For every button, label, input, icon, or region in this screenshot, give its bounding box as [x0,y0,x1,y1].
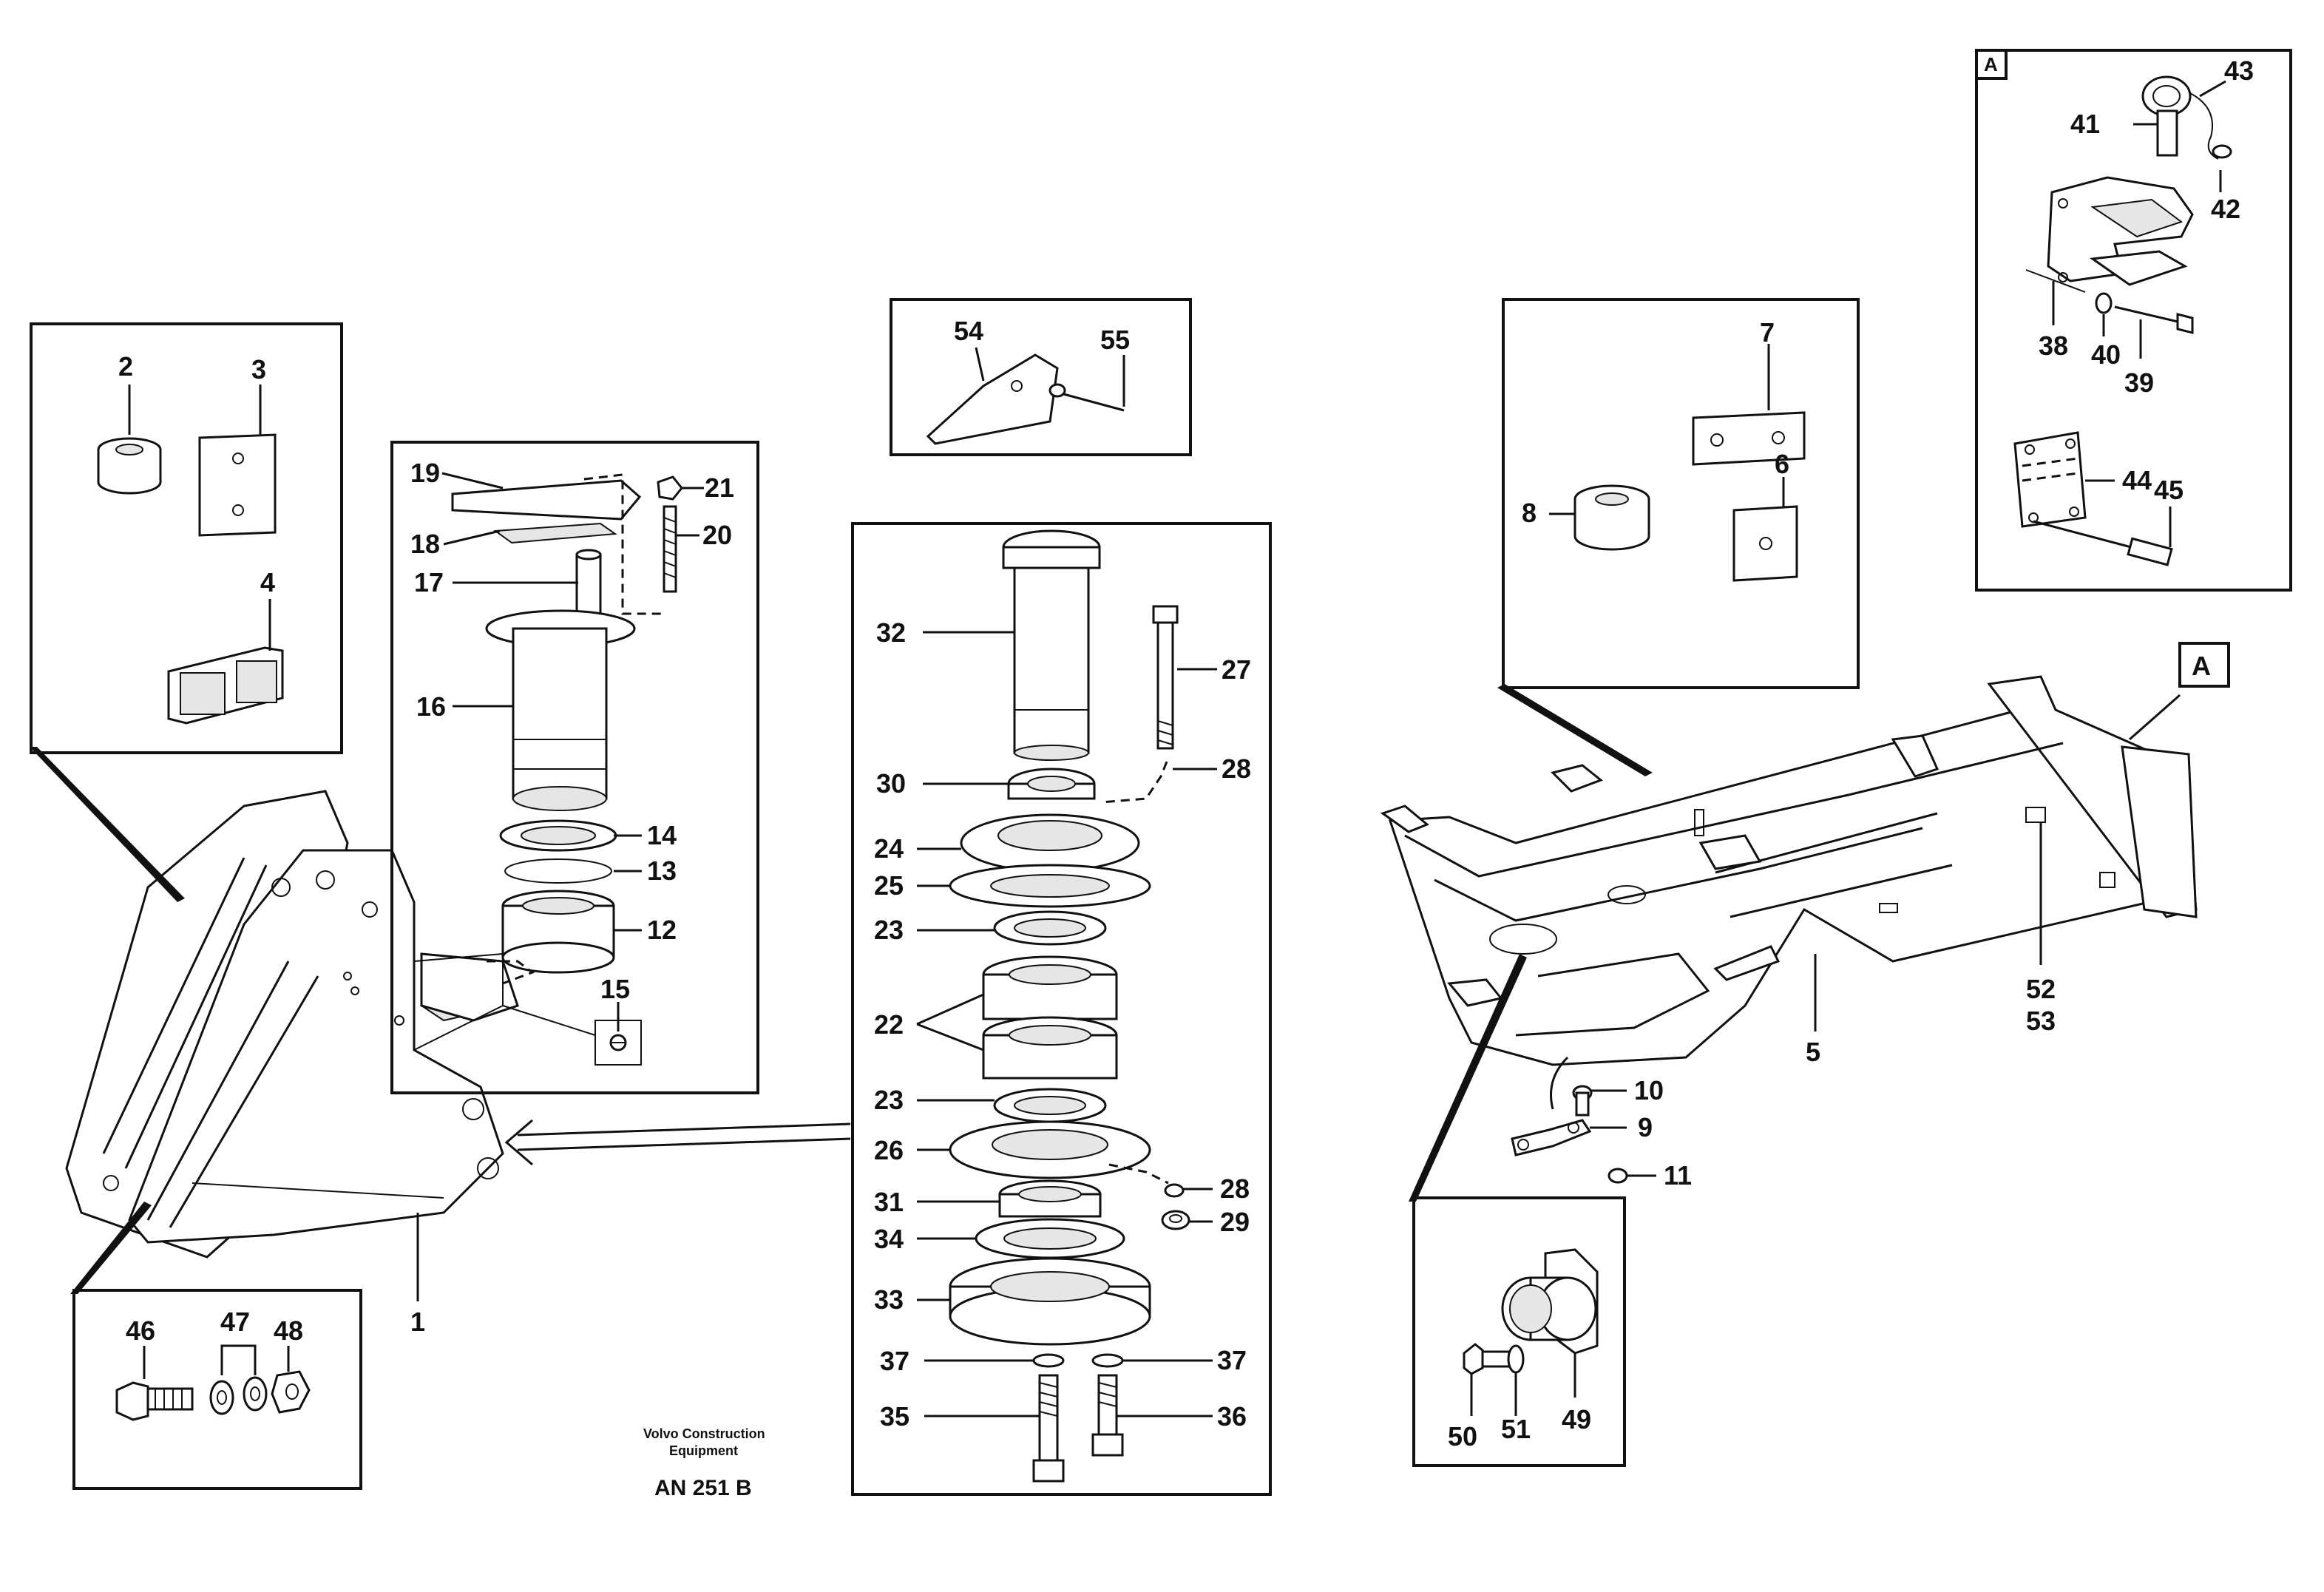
detail-box-a-label: A [1984,53,1998,75]
callout-55: 55 [1100,325,1130,355]
callout-32: 32 [876,617,906,648]
callout-8: 8 [1522,498,1537,528]
callout-1: 1 [410,1307,425,1337]
maker-line-1: Volvo Construction [643,1426,765,1441]
callout-14: 14 [647,820,677,850]
callout-40: 40 [2091,339,2121,370]
callout-43: 43 [2224,55,2254,86]
callout-11: 11 [1664,1160,1692,1190]
marker-a-label: A [2192,651,2211,681]
callout-17: 17 [414,567,444,597]
callout-24: 24 [874,833,904,864]
callout-6: 6 [1775,449,1789,479]
callout-28b: 28 [1220,1173,1250,1204]
callout-51: 51 [1501,1414,1531,1444]
callout-34: 34 [874,1224,904,1254]
callout-46: 46 [126,1315,155,1346]
chassis-frame-drawing: A 5 52 53 10 9 11 [1380,642,2230,1190]
callout-5: 5 [1806,1037,1820,1067]
callout-15: 15 [600,974,630,1004]
callout-47: 47 [220,1307,250,1337]
callout-31: 31 [874,1187,904,1217]
callout-16: 16 [416,691,446,722]
callout-30: 30 [876,768,906,799]
callout-26: 26 [874,1135,904,1165]
callout-50: 50 [1448,1421,1477,1452]
callout-22: 22 [874,1009,904,1040]
callout-48: 48 [274,1315,303,1346]
detail-box-bolts: 46 47 48 [70,1202,362,1490]
callout-9: 9 [1638,1112,1653,1142]
callout-23a: 23 [874,915,904,945]
detail-box-plate: 54 55 [890,298,1192,456]
callout-38: 38 [2039,331,2068,361]
callout-28a: 28 [1222,753,1251,784]
detail-box-pads: 2 3 4 [30,322,343,754]
detail-box-plug: 50 51 49 [1409,954,1626,1467]
callout-27: 27 [1222,654,1251,685]
callout-44: 44 [2122,465,2152,495]
callout-33: 33 [874,1284,904,1315]
callout-54: 54 [954,316,983,346]
callout-3: 3 [251,354,266,385]
callout-42: 42 [2211,194,2240,224]
callout-20: 20 [702,520,732,550]
callout-53: 53 [2026,1006,2056,1036]
detail-box-spacers: 7 6 8 [1497,298,1860,776]
callout-25: 25 [874,870,904,901]
callout-4: 4 [260,567,275,597]
callout-13: 13 [647,856,677,886]
callout-37a: 37 [880,1346,909,1376]
swing-frame-drawing: 1 [30,747,851,1337]
callout-10: 10 [1634,1075,1664,1105]
callout-19: 19 [410,458,440,488]
callout-7: 7 [1760,317,1775,348]
drawing-code: AN 251 B [654,1476,752,1500]
detail-box-a: A 41 43 [1975,49,2292,592]
callout-35: 35 [880,1401,909,1432]
callout-2: 2 [118,351,133,382]
callout-12: 12 [647,915,677,945]
maker-line-2: Equipment [669,1443,738,1458]
callout-41: 41 [2070,109,2100,139]
callout-29: 29 [1220,1207,1250,1237]
detail-box-upper-pin: 19 18 17 16 14 13 12 15 21 20 [390,441,759,1094]
callout-49: 49 [1562,1404,1591,1435]
drawing-footer: Volvo Construction Equipment AN 251 B [643,1426,765,1500]
callout-23b: 23 [874,1085,904,1115]
marker-a-box [2178,642,2230,688]
callout-37b: 37 [1217,1345,1247,1375]
callout-45: 45 [2154,475,2184,505]
detail-box-bearing-stack: 32 27 28 30 24 25 23 22 23 26 31 34 33 2… [851,522,1272,1496]
callout-52: 52 [2026,974,2056,1004]
callout-18: 18 [410,529,440,559]
callout-39: 39 [2124,367,2154,398]
callout-21: 21 [705,472,734,503]
callout-36: 36 [1217,1401,1247,1432]
